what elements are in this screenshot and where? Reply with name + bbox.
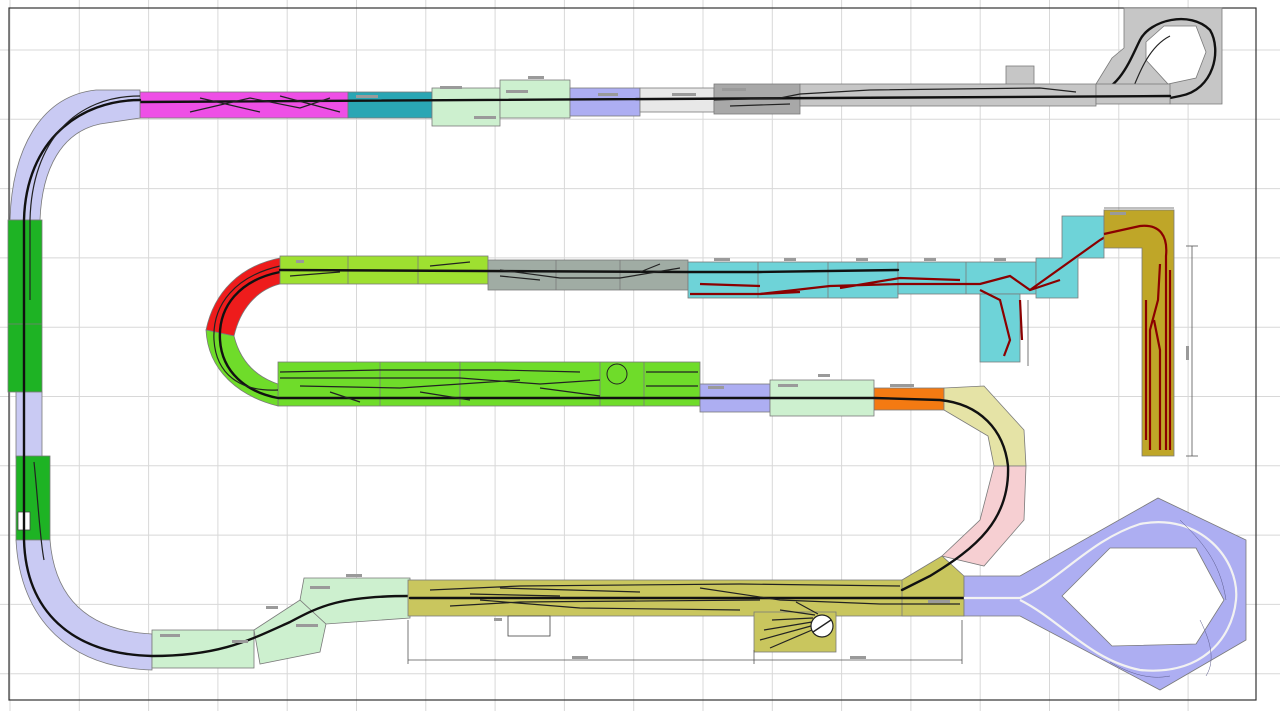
dimension-bottom bbox=[407, 620, 963, 664]
module-bright-green-1 bbox=[277, 361, 461, 407]
label-tag bbox=[346, 574, 362, 577]
label-tag bbox=[784, 258, 796, 261]
module-gray-long bbox=[799, 83, 1097, 107]
label-tag bbox=[232, 640, 248, 643]
label-tag bbox=[296, 624, 318, 627]
label-tag bbox=[356, 95, 378, 98]
label-tag bbox=[474, 116, 496, 119]
left-main-track bbox=[22, 98, 154, 658]
dim-label bbox=[850, 656, 866, 659]
loop-track bbox=[1088, 17, 1217, 100]
terminal-sidings-red bbox=[690, 227, 1121, 357]
lower-left-modules bbox=[150, 574, 412, 669]
loop-inner-cutout bbox=[1145, 25, 1207, 85]
label-tag bbox=[310, 586, 330, 589]
module-magenta bbox=[139, 91, 349, 119]
roundhouse-fan bbox=[759, 601, 819, 649]
label-tag bbox=[722, 88, 746, 91]
label-tag bbox=[598, 93, 618, 96]
label-tag bbox=[528, 76, 544, 79]
label-tag bbox=[856, 258, 868, 261]
module-ochre bbox=[1103, 209, 1175, 457]
dim-label bbox=[1186, 346, 1189, 360]
branch-sidings bbox=[289, 261, 681, 281]
yard-building bbox=[507, 615, 551, 637]
branch-line bbox=[278, 215, 1121, 366]
station-sidings bbox=[713, 87, 1077, 107]
curve-bottom-left bbox=[15, 539, 153, 671]
right-curve bbox=[872, 385, 1027, 592]
upper-main-line bbox=[138, 76, 1172, 127]
label-tag bbox=[708, 386, 724, 389]
lower-yard bbox=[407, 555, 966, 653]
left-second-track bbox=[29, 95, 141, 300]
inner-curve-track-2 bbox=[213, 265, 281, 391]
yard-ladder bbox=[429, 583, 960, 611]
left-return-curve bbox=[7, 89, 154, 671]
module-slate bbox=[487, 259, 689, 291]
label-tag bbox=[994, 258, 1006, 261]
module-mint-1 bbox=[431, 87, 501, 127]
label-tag bbox=[506, 90, 528, 93]
terminal-tracks-red bbox=[1103, 224, 1172, 450]
middle-yard-sidings bbox=[279, 369, 698, 403]
label-tag bbox=[778, 384, 798, 387]
module-cyan-corner bbox=[1035, 215, 1105, 299]
label-tag bbox=[440, 86, 462, 89]
label-tag bbox=[160, 634, 180, 637]
terminal-station bbox=[1103, 207, 1198, 457]
left-lower-siding bbox=[33, 461, 45, 561]
label-tag bbox=[924, 258, 936, 261]
magenta-ladder bbox=[189, 95, 341, 113]
balloon-loop bbox=[963, 497, 1247, 691]
turntable-small bbox=[606, 363, 628, 385]
module-gray-end bbox=[1095, 83, 1171, 105]
upper-main-track bbox=[138, 94, 1172, 104]
right-curve-track bbox=[872, 396, 1010, 592]
inner-left-curve bbox=[205, 257, 282, 407]
module-periwinkle bbox=[569, 87, 641, 117]
lower-left-track bbox=[150, 594, 412, 658]
module-cyan-spur bbox=[979, 293, 1021, 363]
middle-yard bbox=[276, 361, 914, 417]
balloon-contours bbox=[1109, 519, 1227, 678]
label-tag bbox=[890, 384, 914, 387]
label-tag bbox=[1110, 212, 1126, 215]
module-green-curve bbox=[205, 329, 279, 407]
label-tag bbox=[296, 260, 304, 263]
dim-label bbox=[572, 656, 588, 659]
module-lavender-strip bbox=[15, 391, 43, 459]
balloon-inner-cutout bbox=[1061, 547, 1225, 647]
label-tag bbox=[714, 258, 730, 261]
branch-main-track bbox=[278, 268, 900, 274]
module-bright-green-2 bbox=[459, 361, 701, 407]
label-tag bbox=[494, 618, 502, 621]
label-tag bbox=[928, 600, 950, 603]
inner-curve-track bbox=[218, 270, 282, 400]
module-mint-low-2 bbox=[253, 599, 327, 665]
label-tag bbox=[672, 93, 696, 96]
turntable-bridge bbox=[812, 619, 832, 633]
balloon-track bbox=[964, 521, 1238, 672]
label-tag bbox=[818, 374, 830, 377]
label-tag bbox=[266, 606, 278, 609]
